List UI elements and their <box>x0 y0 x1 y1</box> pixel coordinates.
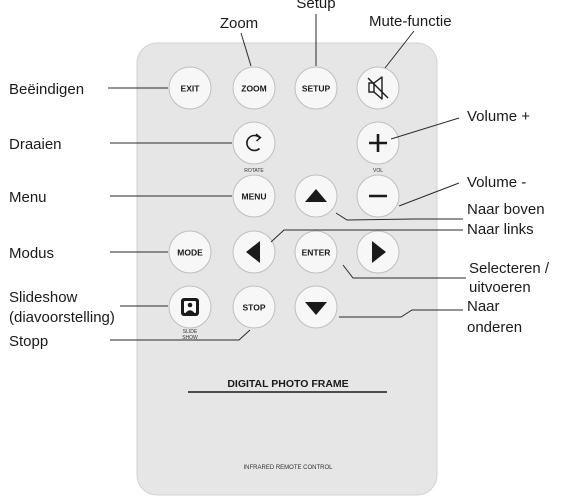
setup-button[interactable]: SETUP <box>294 66 338 110</box>
speaker-mute-icon <box>367 76 389 100</box>
stop-button[interactable]: STOP <box>232 285 276 329</box>
callout-setup: Setup <box>296 0 335 12</box>
stop-button-label: STOP <box>243 303 266 313</box>
callout-down-line1: Naar <box>467 298 500 315</box>
rotate-sub-label: ROTATE <box>244 168 264 174</box>
callout-rotate: Draaien <box>9 136 62 153</box>
exit-button[interactable]: EXIT <box>168 66 212 110</box>
callout-down-line2: onderen <box>467 319 522 336</box>
remote-footer: INFRARED REMOTE CONTROL <box>243 465 333 471</box>
plus-icon <box>369 134 387 152</box>
mute-button[interactable] <box>356 66 400 110</box>
zoom-button-label: ZOOM <box>241 84 267 94</box>
up-button[interactable] <box>294 174 338 218</box>
callout-left: Naar links <box>467 221 534 238</box>
mode-button[interactable]: MODE <box>168 230 212 274</box>
callout-mode: Modus <box>9 245 54 262</box>
enter-button[interactable]: ENTER <box>294 230 338 274</box>
callout-stop: Stopp <box>9 333 48 350</box>
mode-button-label: MODE <box>177 248 203 258</box>
down-button[interactable] <box>294 285 338 329</box>
callout-slideshow-line1: Slideshow <box>9 289 78 306</box>
triangle-up-icon <box>305 189 327 202</box>
volume-up-button[interactable]: VOL <box>356 121 400 174</box>
triangle-down-icon <box>305 302 327 315</box>
callout-volume-plus: Volume + <box>467 108 530 125</box>
menu-button-label: MENU <box>241 192 266 202</box>
volume-down-button[interactable] <box>356 174 400 218</box>
slideshow-icon <box>181 298 199 316</box>
callout-volume-minus: Volume - <box>467 174 526 191</box>
callout-mute: Mute-functie <box>369 13 452 30</box>
leader-lines <box>108 14 466 341</box>
setup-button-label: SETUP <box>302 84 331 94</box>
triangle-left-icon <box>246 241 260 263</box>
show-sub-label: SHOW <box>182 335 198 341</box>
callout-enter-line1: Selecteren / <box>469 260 550 277</box>
rotate-button[interactable]: ROTATE <box>232 121 276 174</box>
exit-button-label: EXIT <box>181 84 201 94</box>
callout-slideshow-line2: (diavoorstelling) <box>9 309 115 326</box>
callout-enter-line2: uitvoeren <box>469 279 531 296</box>
callout-menu: Menu <box>9 189 47 206</box>
enter-button-label: ENTER <box>302 248 331 258</box>
triangle-right-icon <box>372 241 386 263</box>
slide-sub-label: SLIDE <box>183 329 198 335</box>
zoom-button[interactable]: ZOOM <box>232 66 276 110</box>
callout-exit: Beëindigen <box>9 81 84 98</box>
vol-sub-label: VOL <box>373 168 383 174</box>
remote-title: DIGITAL PHOTO FRAME <box>227 378 348 390</box>
left-button[interactable] <box>232 230 276 274</box>
callout-up: Naar boven <box>467 201 545 218</box>
right-button[interactable] <box>356 230 400 274</box>
rotate-arrow-icon <box>246 133 262 152</box>
menu-button[interactable]: MENU <box>232 174 276 218</box>
callout-zoom: Zoom <box>220 15 258 32</box>
slideshow-button[interactable]: SLIDE SHOW <box>168 285 212 341</box>
